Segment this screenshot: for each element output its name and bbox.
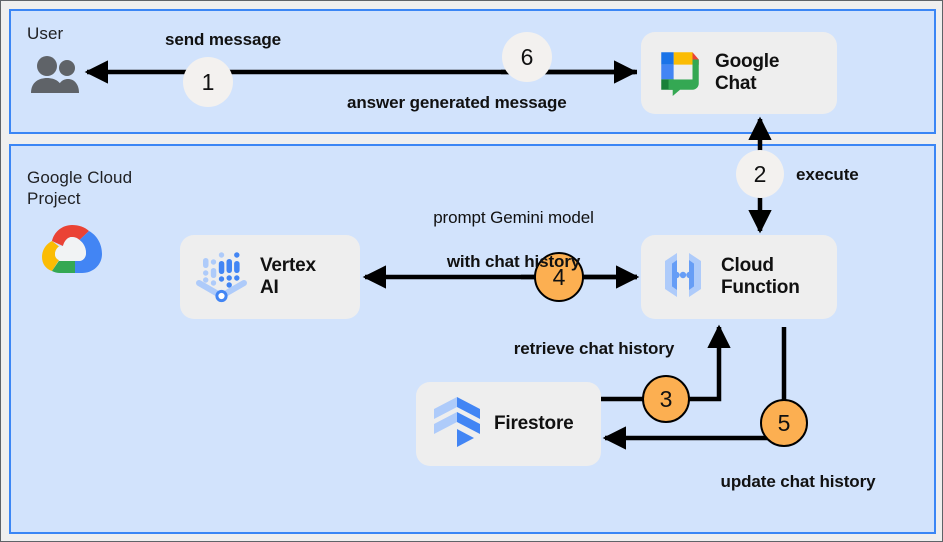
panel-gcp-title: Google Cloud Project [27, 168, 133, 209]
flow-label-prompt-gemini-line2: with chat history [446, 252, 581, 272]
card-vertex-ai-label: Vertex AI [260, 255, 316, 298]
panel-user-title: User [27, 24, 64, 43]
step-badge-5[interactable]: 5 [760, 399, 808, 447]
flow-label-answer-generated-message: answer generated message [347, 93, 567, 112]
card-cloud-function[interactable]: Cloud Function [641, 235, 837, 319]
card-firestore-label: Firestore [494, 413, 574, 435]
people-icon [29, 55, 83, 100]
card-google-chat[interactable]: Google Chat [641, 32, 837, 114]
step-badge-2[interactable]: 2 [736, 150, 784, 198]
firestore-icon [430, 393, 484, 456]
flow-label-update-chat-history: update chat history [720, 472, 876, 491]
step-badge-3[interactable]: 3 [642, 375, 690, 423]
card-google-chat-label: Google Chat [715, 51, 780, 94]
cloud-function-icon [655, 249, 711, 306]
flow-label-execute: execute [796, 165, 859, 184]
flow-label-retrieve-chat-history: retrieve chat history [513, 339, 675, 358]
google-chat-icon [655, 46, 705, 101]
step-badge-1[interactable]: 1 [183, 57, 233, 107]
flow-label-prompt-gemini: prompt Gemini model with chat history [396, 185, 631, 295]
card-cloud-function-label: Cloud Function [721, 255, 800, 298]
step-badge-4[interactable]: 4 [534, 252, 584, 302]
google-cloud-icon [41, 222, 103, 279]
vertex-ai-icon [194, 246, 250, 309]
card-vertex-ai[interactable]: Vertex AI [180, 235, 360, 319]
flow-label-prompt-gemini-line1: prompt Gemini model [433, 208, 594, 228]
flow-label-send-message: send message [165, 30, 281, 49]
step-badge-6[interactable]: 6 [502, 32, 552, 82]
card-firestore[interactable]: Firestore [416, 382, 601, 466]
